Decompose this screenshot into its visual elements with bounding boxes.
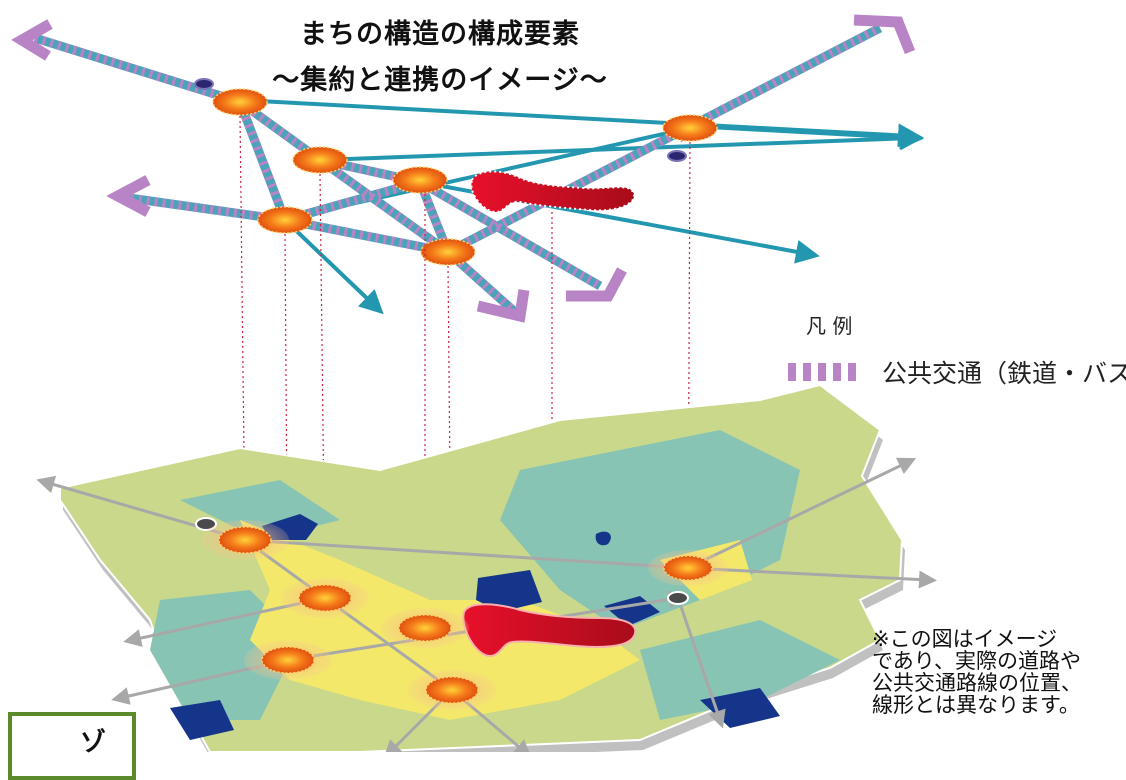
- chevron-icon: [566, 267, 627, 302]
- concept-diagram: [11, 14, 937, 752]
- minor-nodes: [194, 78, 687, 162]
- arrow-line: [283, 218, 384, 315]
- corner-label-text: ゾ: [80, 728, 107, 758]
- hub-node: [292, 146, 348, 174]
- chevron-icon: [11, 19, 53, 61]
- central-district-map: [462, 603, 637, 658]
- city-map: [36, 383, 937, 752]
- chevron-icon: [476, 289, 530, 323]
- legend-item-public-transit: 公共交通（鉄道・バス）: [788, 354, 1126, 390]
- hub-nodes: [212, 88, 718, 266]
- map-hubs: [201, 520, 728, 710]
- note-line: であり、実際の道路や: [872, 650, 1081, 672]
- hub-node: [662, 114, 718, 142]
- network-layer: [11, 14, 924, 323]
- central-district-upper: [470, 170, 636, 214]
- map-stations: [195, 517, 689, 605]
- hub-node: [257, 206, 313, 234]
- legend-item-label: 公共交通（鉄道・バス）: [882, 359, 1126, 388]
- map-region-teal: [640, 620, 840, 720]
- route-end-markers: [11, 14, 916, 323]
- legend-heading: 凡 例: [806, 314, 853, 338]
- arrow-line: [689, 124, 924, 150]
- corner-label-box: ゾ: [8, 712, 136, 780]
- transit-routes: [33, 24, 883, 316]
- disclaimer-note: ※この図はイメージ であり、実際の道路や 公共交通路線の位置、 線形とは異なりま…: [872, 628, 1126, 716]
- diagram-title: まちの構造の構成要素: [300, 19, 580, 50]
- note-line: 公共交通路線の位置、: [872, 672, 1082, 694]
- chevron-icon: [853, 14, 916, 55]
- arrow-line: [319, 126, 924, 162]
- hub-node: [212, 88, 268, 116]
- note-line: ※この図はイメージ: [872, 628, 1058, 650]
- diagram-subtitle: ～集約と連携のイメージ～: [272, 65, 608, 96]
- transit-swatch-icon: [788, 363, 856, 381]
- chevron-icon: [106, 175, 151, 217]
- hub-node: [420, 238, 476, 266]
- note-line: 線形とは異なります。: [872, 694, 1080, 716]
- hub-node: [392, 166, 448, 194]
- minor-node: [667, 150, 687, 162]
- minor-node: [194, 78, 214, 90]
